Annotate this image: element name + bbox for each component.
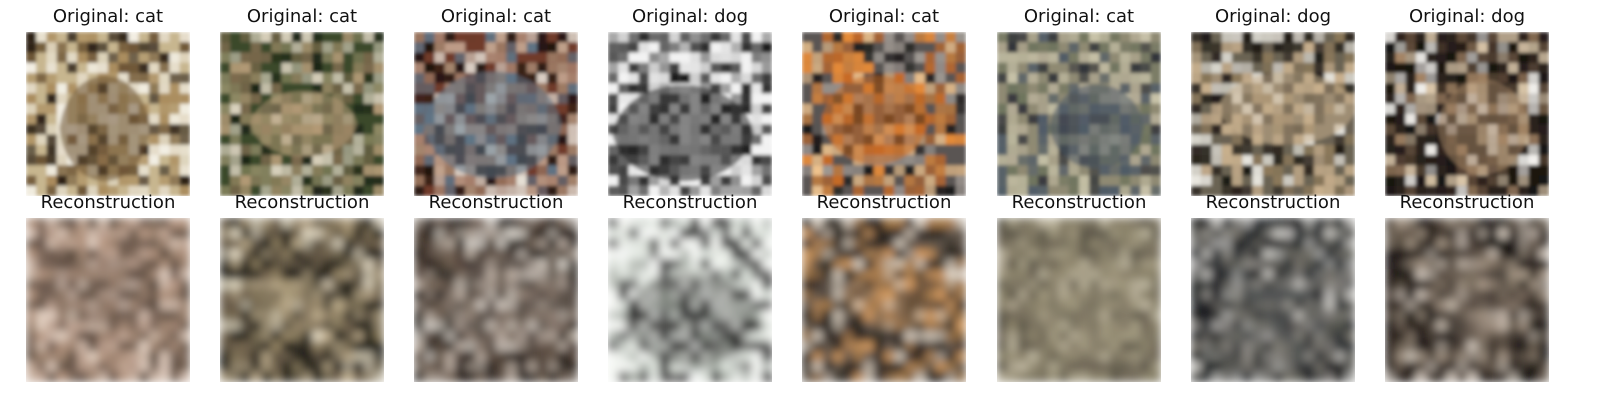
image-pixels xyxy=(1191,218,1355,382)
reconstruction-image xyxy=(1191,218,1355,382)
image-pixels xyxy=(608,218,772,382)
original-title: Original: cat xyxy=(440,6,552,27)
reconstruction-image xyxy=(802,218,966,382)
reconstruction-image xyxy=(26,218,190,382)
reconstruction-image xyxy=(220,218,384,382)
image-pixels xyxy=(608,32,772,196)
reconstruction-image xyxy=(997,218,1161,382)
original-image xyxy=(414,32,578,196)
image-pixels xyxy=(1385,218,1549,382)
image-pixels xyxy=(1191,32,1355,196)
original-image xyxy=(220,32,384,196)
reconstruction-title: Reconstruction xyxy=(1011,192,1147,213)
reconstruction-title: Reconstruction xyxy=(1205,192,1341,213)
reconstruction-title: Reconstruction xyxy=(40,192,176,213)
image-pixels xyxy=(26,32,190,196)
original-title: Original: dog xyxy=(631,6,749,27)
reconstruction-title: Reconstruction xyxy=(234,192,370,213)
reconstruction-title: Reconstruction xyxy=(622,192,758,213)
reconstruction-image xyxy=(1385,218,1549,382)
original-title: Original: dog xyxy=(1214,6,1332,27)
original-title: Original: cat xyxy=(1023,6,1135,27)
original-image xyxy=(608,32,772,196)
original-title: Original: dog xyxy=(1408,6,1526,27)
reconstruction-image xyxy=(608,218,772,382)
image-pixels xyxy=(997,218,1161,382)
original-image xyxy=(26,32,190,196)
image-pixels xyxy=(802,32,966,196)
image-pixels xyxy=(414,32,578,196)
original-image xyxy=(997,32,1161,196)
reconstruction-title: Reconstruction xyxy=(816,192,952,213)
original-title: Original: cat xyxy=(52,6,164,27)
original-image xyxy=(1385,32,1549,196)
reconstruction-title: Reconstruction xyxy=(1399,192,1535,213)
image-pixels xyxy=(997,32,1161,196)
image-pixels xyxy=(220,218,384,382)
image-pixels xyxy=(414,218,578,382)
original-title: Original: cat xyxy=(828,6,940,27)
original-image xyxy=(1191,32,1355,196)
original-image xyxy=(802,32,966,196)
reconstruction-image xyxy=(414,218,578,382)
image-pixels xyxy=(220,32,384,196)
reconstruction-title: Reconstruction xyxy=(428,192,564,213)
image-pixels xyxy=(26,218,190,382)
original-title: Original: cat xyxy=(246,6,358,27)
image-pixels xyxy=(1385,32,1549,196)
image-pixels xyxy=(802,218,966,382)
